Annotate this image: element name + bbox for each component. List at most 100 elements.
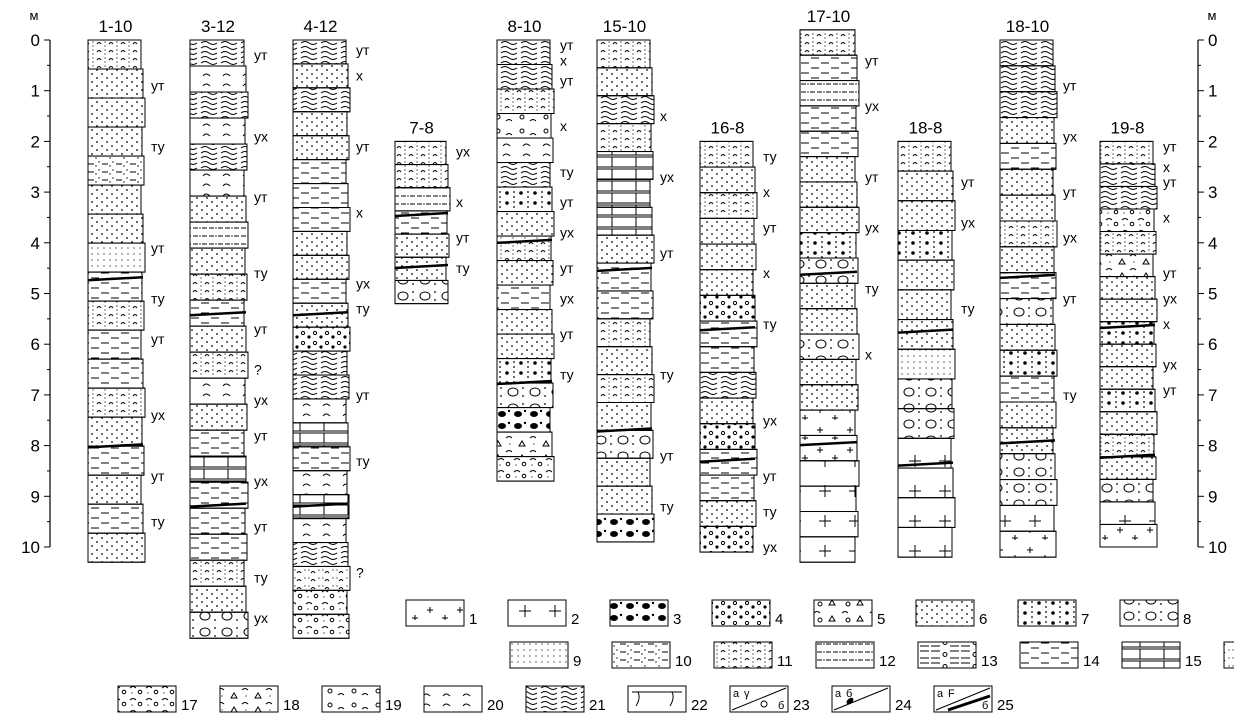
facies-tag: ух <box>254 610 268 626</box>
layer-loam <box>293 279 346 303</box>
layer-sand-dots <box>190 196 246 222</box>
legend-number: 23 <box>793 697 810 714</box>
layer-double-wave <box>497 40 550 65</box>
layer-sand-wavy <box>898 141 951 171</box>
layer-pebbles-open <box>1100 479 1153 502</box>
legend-number: 1 <box>469 611 477 628</box>
layer-double-wave <box>190 40 244 66</box>
legend-swatch-pattern <box>1020 642 1078 668</box>
layer-sand-dots <box>700 270 753 296</box>
layer-sand-dots <box>700 244 756 270</box>
facies-tag: ту <box>151 291 165 307</box>
layer-erosion-like <box>293 64 348 88</box>
layer-fine-sand <box>88 243 145 272</box>
layer-sand-wavy <box>1000 221 1057 247</box>
facies-tag: ух <box>254 473 268 489</box>
legend-swatch-pattern <box>508 600 566 626</box>
facies-tag: х <box>356 67 363 83</box>
layer-sand-wavy <box>597 40 650 68</box>
column-title: 17-10 <box>807 7 850 26</box>
column-title: 1-10 <box>98 17 132 36</box>
legend-number: 2 <box>571 611 579 628</box>
axis-tick-label: 5 <box>1208 285 1217 304</box>
layer-gravel-sand <box>1000 350 1057 376</box>
layer-wave <box>293 399 346 423</box>
legend-item-17: 17 <box>118 686 198 714</box>
layer-sand-dots <box>1100 367 1153 390</box>
layer-cross-thin <box>898 527 952 557</box>
legend-item-19: 19 <box>322 686 402 714</box>
layer-sand-dots <box>597 458 650 486</box>
facies-tag: ту <box>151 514 165 530</box>
layer-loam <box>88 330 141 359</box>
legend-item-22: 22 <box>628 686 708 714</box>
layer-gravel-dots <box>700 424 755 450</box>
layer-gravel-sand <box>497 359 551 384</box>
layer-sand-dots <box>497 261 553 286</box>
section-column-8-10: 8-10утхутхтуутухутухутту <box>497 17 574 481</box>
layer-sand-dots <box>497 334 554 359</box>
legend-swatch-pattern <box>526 686 584 712</box>
legend-item-24: аб24 <box>832 686 912 714</box>
facies-tag: ут <box>1163 138 1177 154</box>
facies-tag: ут <box>1063 184 1077 200</box>
layer-double-wave <box>190 92 248 118</box>
facies-tag: ух <box>254 128 268 144</box>
depth-axis-left: м012345678910 <box>21 8 50 557</box>
layer-double-wave <box>293 40 346 64</box>
legend-number: 20 <box>487 697 504 714</box>
layer-sand-dots <box>190 326 246 352</box>
axis-tick-label: 3 <box>31 183 40 202</box>
layer-gravel-sand <box>1100 389 1155 412</box>
layer-sand-wavy <box>395 141 446 164</box>
layer-sand-dots <box>898 260 954 290</box>
facies-tag: ту <box>456 260 470 276</box>
legend-sub-b: б <box>778 700 784 712</box>
legend-swatch <box>628 686 686 712</box>
legend-swatch-pattern <box>610 600 668 626</box>
layer-sand-dots <box>800 207 859 232</box>
layer-loam <box>1000 376 1054 402</box>
layer-sand-dots <box>1100 457 1156 480</box>
legend-swatch-pattern <box>714 642 772 668</box>
legend-number: 7 <box>1081 611 1089 628</box>
facies-tag: ут <box>151 331 165 347</box>
layer-sand-wavy <box>597 124 651 152</box>
layer-sand-dots <box>800 157 855 182</box>
axis-tick-label: 3 <box>1208 183 1217 202</box>
layer-loam <box>88 446 144 475</box>
facies-tag: ут <box>356 387 370 403</box>
legend-swatch-pattern <box>220 686 278 712</box>
facies-tag: ух <box>763 539 777 555</box>
facies-tag: ух <box>1063 230 1077 246</box>
axis-tick-label: 9 <box>31 487 40 506</box>
legend-item-8: 8 <box>1120 600 1191 628</box>
layer-gravel-dots <box>293 327 350 351</box>
layer-sand-dots <box>190 404 247 430</box>
layer-loam <box>700 347 754 373</box>
facies-tag: ут <box>865 52 879 68</box>
layer-pebbles-open <box>395 280 448 303</box>
facies-tag: ут <box>763 468 777 484</box>
facies-tag: ух <box>660 169 674 185</box>
axis-tick-label: 10 <box>21 538 40 557</box>
layer-dashes-dots <box>190 222 248 248</box>
layer-wave <box>190 170 244 196</box>
layer-loam <box>1000 143 1056 169</box>
layer-double-wave <box>1000 40 1053 66</box>
axis-tick-label: 2 <box>1208 132 1217 151</box>
legend-number: 6 <box>979 611 987 628</box>
facies-tag: ут <box>356 42 370 58</box>
layer-sand-wavy <box>800 30 855 55</box>
layer-loam <box>293 447 350 471</box>
layer-cross-thin <box>898 468 953 498</box>
layer-sand-dots <box>395 257 446 280</box>
layer-wave-circle <box>497 114 551 139</box>
layer-sand-wavy <box>1100 232 1156 255</box>
legend-swatch-pattern <box>322 686 380 712</box>
layer-loam <box>497 285 550 310</box>
legend-number: 19 <box>385 697 402 714</box>
legend-swatch-pattern <box>712 600 770 626</box>
